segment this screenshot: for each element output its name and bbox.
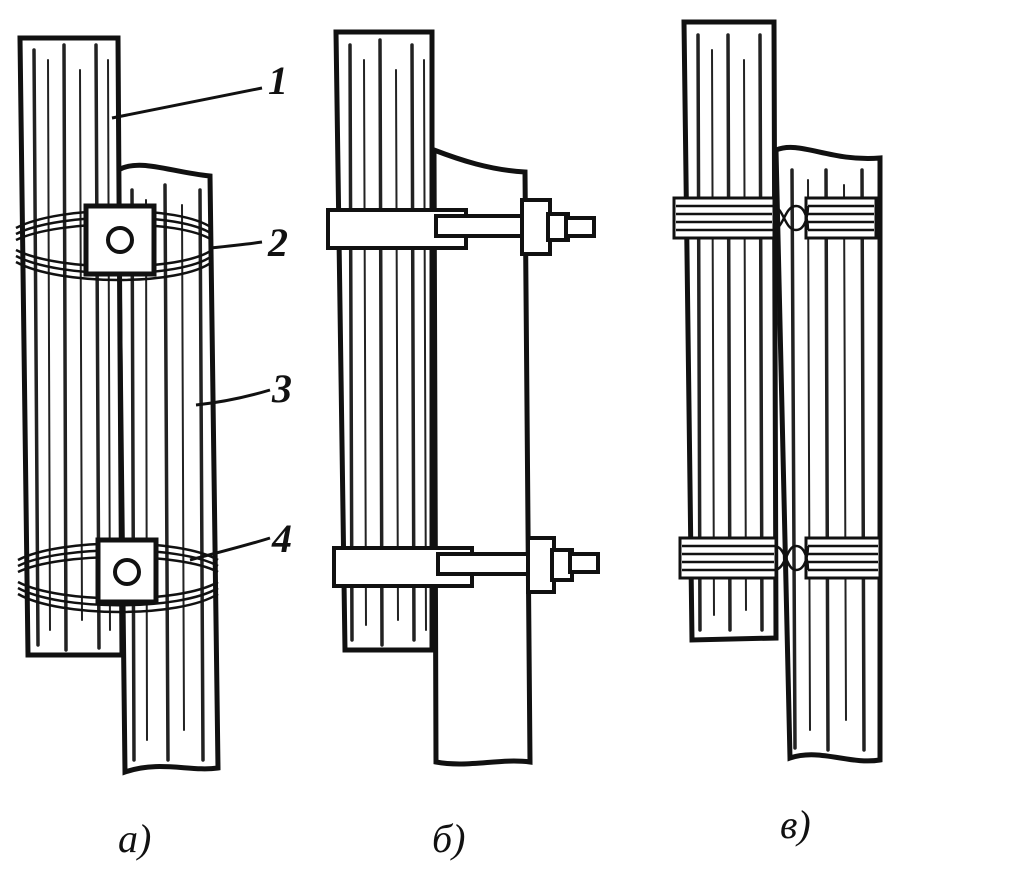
leader-line-4: [189, 536, 271, 562]
callout-3: 3: [271, 366, 292, 411]
panel-c-lower-band: [678, 536, 882, 580]
panel-a-upper-plate: [83, 203, 157, 277]
callout-4: 4: [271, 516, 292, 561]
panel-a-upper-bolt-icon: [106, 226, 134, 254]
panel-a-upper-wire-binding: [15, 203, 213, 282]
leader-line-1: [111, 86, 263, 120]
panel-b: б): [326, 29, 600, 861]
panel-a: 1 2 3 4 a): [15, 35, 292, 861]
panel-c-lower-pole: [773, 144, 883, 764]
panel-a-lower-bolt-icon: [113, 558, 141, 586]
panel-a-lower-pole: [115, 162, 221, 776]
panel-b-stub: [431, 146, 533, 767]
panel-c-lower-twist: [773, 544, 810, 572]
panel-c-upper-pole: [681, 19, 779, 643]
callout-2: 2: [267, 220, 288, 265]
leader-line-3: [195, 388, 271, 407]
leader-line-2: [209, 240, 263, 250]
panel-c-label: в): [780, 802, 811, 847]
panel-b-label: б): [432, 816, 465, 861]
callout-1: 1: [268, 58, 288, 103]
panel-c-upper-twist: [771, 204, 810, 232]
panel-b-pole: [333, 29, 435, 653]
panel-a-lower-wire-binding: [17, 537, 219, 614]
panel-c-upper-band: [672, 196, 878, 240]
panel-a-upper-pole: [17, 35, 125, 658]
panel-c: в): [672, 19, 883, 847]
panel-b-upper-clamp: [326, 198, 596, 256]
panel-b-lower-clamp: [332, 536, 600, 594]
panel-a-label: a): [118, 816, 151, 861]
